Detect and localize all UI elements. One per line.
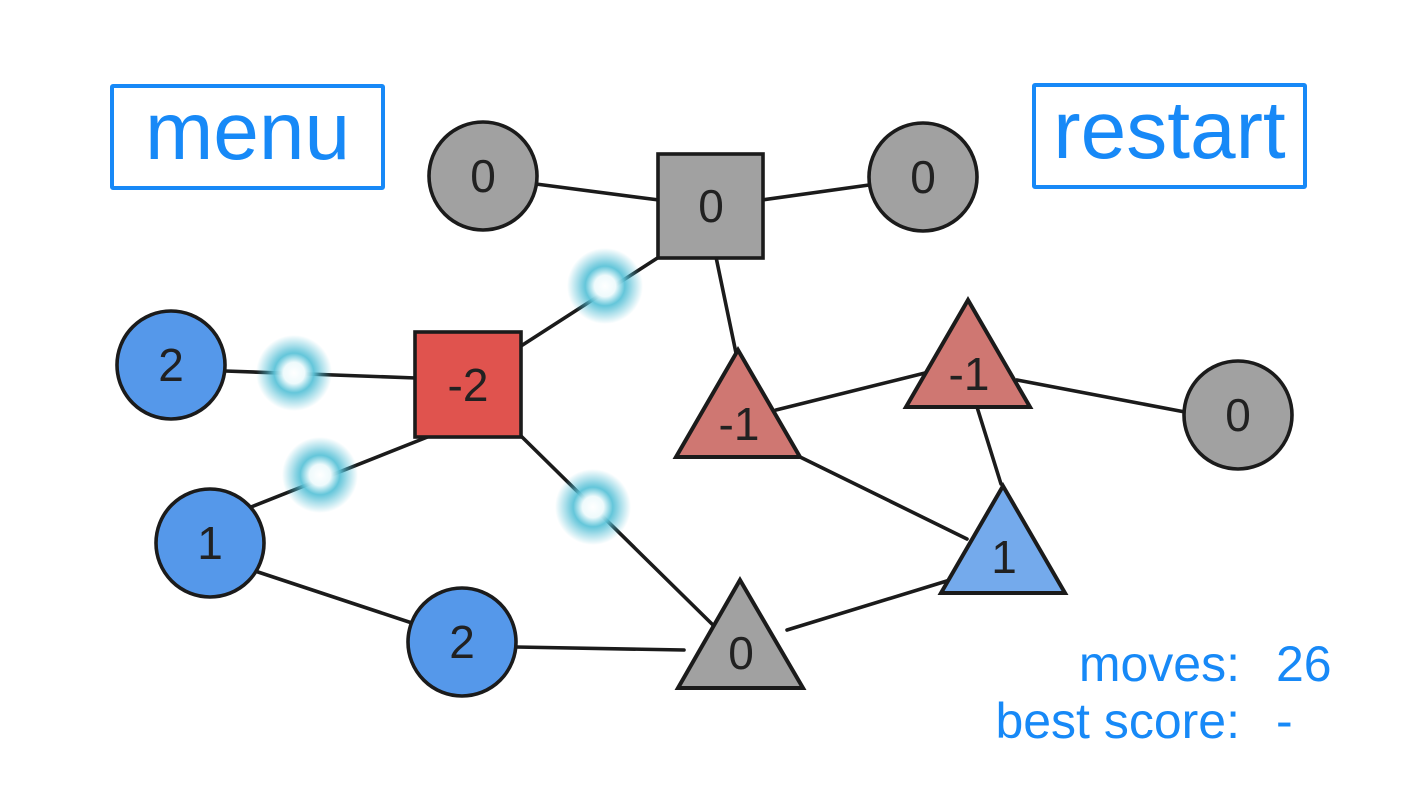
node-blue-triangle[interactable]: 1 [937,482,1069,595]
node-shape[interactable] [154,487,266,599]
node-shape[interactable] [406,586,518,698]
node-blue-circle-mid-left[interactable]: 1 [154,487,266,599]
edge-n8-n10 [253,569,417,626]
node-shape[interactable] [656,152,765,260]
node-label: 0 [698,180,724,232]
edge-n1-n5 [714,255,738,355]
edge-glow-marker [555,469,631,545]
node-gray-circle-top-right[interactable]: 0 [867,121,979,233]
node-label: 2 [158,339,184,391]
edge-n6-n9 [975,405,1003,486]
node-shape[interactable] [867,121,979,233]
best-score-label: best score: [995,693,1240,749]
edge-n6-n7 [1015,378,1187,414]
edge-glow-marker [256,335,332,411]
node-red-triangle-right[interactable]: -1 [902,296,1034,409]
node-label: 0 [910,151,936,203]
score-panel: moves: 26 best score: - [995,636,1334,750]
node-blue-circle-bottom[interactable]: 2 [406,586,518,698]
node-gray-circle-top-left[interactable]: 0 [427,120,539,232]
node-label: 0 [1225,389,1251,441]
node-shape[interactable] [413,330,523,439]
menu-button[interactable]: menu [110,84,385,190]
edge-n5-n9 [794,453,969,541]
node-shape[interactable] [1182,359,1294,471]
node-gray-circle-right[interactable]: 0 [1182,359,1294,471]
node-red-triangle-left[interactable]: -1 [672,346,804,459]
node-shape[interactable] [937,482,1069,595]
node-gray-triangle-bottom[interactable]: 0 [674,576,807,690]
moves-row: moves: 26 [995,636,1334,693]
best-score-value: - [1276,693,1293,749]
restart-button[interactable]: restart [1032,83,1307,189]
node-label: -1 [949,348,990,400]
node-label: 2 [449,616,475,668]
edge-n10-n11 [514,645,686,652]
node-label: 1 [991,531,1017,583]
edge-n0-n1 [534,182,661,202]
node-label: 0 [728,627,754,679]
node-red-square-selected[interactable]: -2 [413,330,523,439]
edge-glow-marker [567,248,643,324]
glow-markers [256,248,643,545]
edge-n11-n9 [785,578,952,632]
node-shape[interactable] [902,296,1034,409]
node-shape[interactable] [672,346,804,459]
moves-value: 26 [1276,636,1332,692]
node-shape[interactable] [115,309,227,421]
node-label: -1 [719,398,760,450]
node-blue-circle-left[interactable]: 2 [115,309,227,421]
node-shape[interactable] [674,576,807,690]
edge-n1-n2 [760,183,871,202]
edge-glow-marker [282,437,358,513]
best-score-row: best score: - [995,693,1334,750]
node-gray-square-top[interactable]: 0 [656,152,765,260]
node-shape[interactable] [427,120,539,232]
nodes: 0 0 0 2 -2 -1 [115,120,1294,698]
node-label: 1 [197,517,223,569]
moves-label: moves: [1078,636,1240,692]
node-label: 0 [470,150,496,202]
node-label: -2 [448,359,489,411]
edge-n5-n6 [774,370,931,412]
